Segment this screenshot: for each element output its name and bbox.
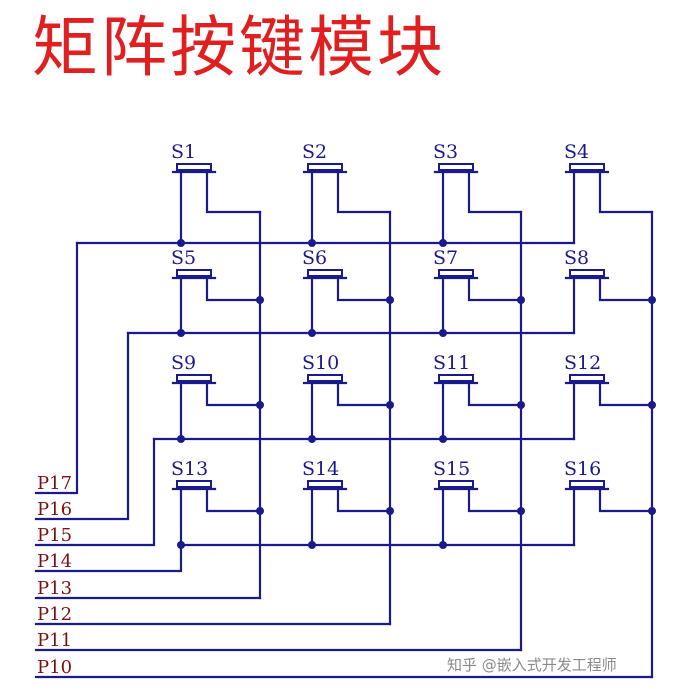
switch-label-s4: S4 bbox=[564, 141, 589, 163]
port-line-p14 bbox=[34, 543, 183, 573]
switch-label-s13: S13 bbox=[171, 458, 208, 480]
switch-label-s8: S8 bbox=[564, 247, 589, 269]
switch-cap bbox=[176, 269, 212, 277]
port-label-p17: P17 bbox=[37, 473, 72, 494]
switch-cap bbox=[438, 480, 474, 488]
switch-label-s5: S5 bbox=[171, 247, 196, 269]
port-label-p15: P15 bbox=[37, 525, 72, 546]
switch-label-s7: S7 bbox=[433, 247, 458, 269]
switch-right-lead bbox=[336, 381, 392, 407]
junction-dot bbox=[386, 296, 394, 304]
switch-right-lead bbox=[598, 276, 654, 302]
switch-cap bbox=[438, 269, 474, 277]
junction-dot bbox=[308, 435, 316, 443]
switch-label-s10: S10 bbox=[302, 352, 339, 374]
switch-right-lead bbox=[467, 381, 523, 407]
junction-dot bbox=[386, 401, 394, 409]
switch-label-s15: S15 bbox=[433, 458, 470, 480]
switch-label-s1: S1 bbox=[171, 141, 196, 163]
diagram-title: 矩阵按键模块 bbox=[32, 9, 446, 86]
junction-dot bbox=[308, 239, 316, 247]
junction-dot bbox=[177, 435, 185, 443]
switch-label-s16: S16 bbox=[564, 458, 601, 480]
switch-label-s3: S3 bbox=[433, 141, 458, 163]
switch-right-lead bbox=[205, 381, 262, 407]
switch-cap bbox=[569, 480, 605, 488]
switch-right-lead bbox=[467, 276, 523, 302]
junction-dot bbox=[648, 296, 656, 304]
junction-dot bbox=[439, 329, 447, 337]
port-line-p17 bbox=[34, 241, 79, 495]
junction-dot bbox=[256, 401, 264, 409]
switch-cap bbox=[176, 374, 212, 382]
switch-label-s9: S9 bbox=[171, 352, 196, 374]
switch-cap bbox=[438, 374, 474, 382]
switch-right-lead bbox=[205, 276, 262, 302]
switch-cap bbox=[569, 374, 605, 382]
switch-label-s14: S14 bbox=[302, 458, 339, 480]
switch-cap bbox=[307, 480, 343, 488]
junction-dot bbox=[256, 507, 264, 515]
switch-cap bbox=[307, 374, 343, 382]
junction-dot bbox=[517, 507, 525, 515]
switch-right-lead bbox=[336, 487, 392, 513]
switch-cap bbox=[176, 163, 212, 171]
switch-right-lead bbox=[336, 276, 392, 302]
watermark: 知乎 @嵌入式开发工程师 bbox=[447, 656, 617, 674]
switch-cap bbox=[176, 480, 212, 488]
junction-dot bbox=[308, 329, 316, 337]
switch-label-s6: S6 bbox=[302, 247, 327, 269]
junction-dot bbox=[177, 329, 185, 337]
port-label-p10: P10 bbox=[37, 657, 72, 678]
switch-right-lead bbox=[205, 170, 262, 214]
port-line-p16 bbox=[34, 331, 130, 521]
switch-right-lead bbox=[598, 487, 654, 513]
junction-dot bbox=[177, 541, 185, 549]
switch-right-lead bbox=[598, 381, 654, 407]
junction-dot bbox=[439, 239, 447, 247]
junction-dot bbox=[386, 507, 394, 515]
switch-right-lead bbox=[467, 170, 523, 214]
switch-cap bbox=[307, 163, 343, 171]
switch-cap bbox=[569, 163, 605, 171]
port-label-p12: P12 bbox=[37, 604, 72, 625]
switch-right-lead bbox=[467, 487, 523, 513]
switch-label-s2: S2 bbox=[302, 141, 327, 163]
port-label-p16: P16 bbox=[37, 499, 72, 520]
junction-dot bbox=[648, 401, 656, 409]
junction-dot bbox=[648, 507, 656, 515]
switch-cap bbox=[569, 269, 605, 277]
junction-dot bbox=[517, 296, 525, 304]
switch-label-s12: S12 bbox=[564, 352, 601, 374]
junction-dot bbox=[308, 541, 316, 549]
junction-dot bbox=[256, 296, 264, 304]
switch-right-lead bbox=[598, 170, 654, 214]
junction-dot bbox=[439, 541, 447, 549]
switch-right-lead bbox=[336, 170, 392, 214]
junction-dot bbox=[517, 401, 525, 409]
port-line-p15 bbox=[34, 437, 156, 547]
junction-dot bbox=[177, 239, 185, 247]
switch-cap bbox=[307, 269, 343, 277]
switch-cap bbox=[438, 163, 474, 171]
switch-label-s11: S11 bbox=[433, 352, 470, 374]
port-label-p13: P13 bbox=[37, 578, 72, 599]
port-label-p11: P11 bbox=[37, 630, 72, 651]
junction-dot bbox=[439, 435, 447, 443]
port-label-p14: P14 bbox=[37, 551, 72, 572]
switch-right-lead bbox=[205, 487, 262, 513]
